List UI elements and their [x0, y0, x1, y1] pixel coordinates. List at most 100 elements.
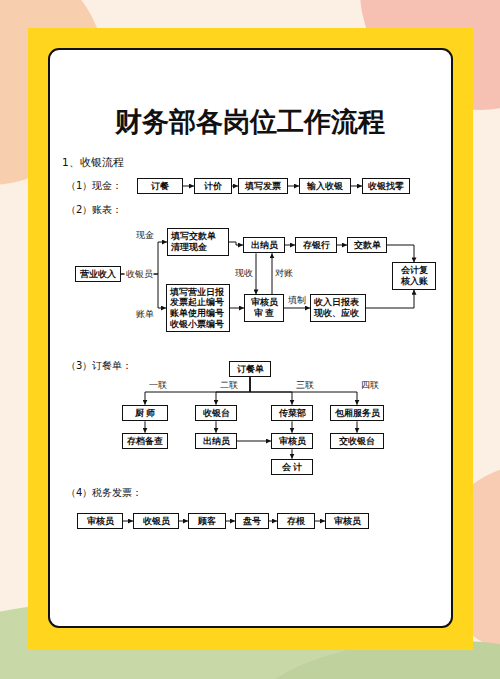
section-heading: 1、收银流程	[62, 156, 124, 169]
connector	[226, 521, 235, 522]
connector	[337, 245, 347, 246]
process-box: 交款单	[347, 237, 387, 254]
connector	[121, 274, 166, 308]
process-box: 收银台	[195, 405, 237, 422]
section-heading: （4）税务发票：	[66, 487, 142, 499]
connector	[285, 245, 295, 246]
connector	[250, 377, 292, 404]
box-text: 出纳员	[247, 240, 281, 251]
process-box: 填写发票	[238, 178, 288, 195]
process-box: 审核员	[271, 433, 313, 450]
process-box: 营业收入	[75, 266, 121, 283]
box-text: 包厢服务员	[334, 408, 380, 419]
connector	[216, 377, 250, 404]
box-text: 厨 师	[126, 408, 164, 419]
process-box: 交收银台	[330, 433, 384, 450]
process-box: 存银行	[295, 237, 337, 254]
process-box: 订餐单	[229, 361, 271, 378]
connector	[216, 421, 217, 432]
edge-label: 三联	[295, 380, 315, 390]
process-box: 审核员	[325, 513, 369, 530]
connector	[387, 245, 414, 262]
box-text: 交款单	[351, 240, 383, 251]
connector	[288, 186, 299, 187]
process-box: 会 计	[271, 459, 313, 476]
process-box: 会计复 核入账	[392, 262, 436, 289]
connector	[284, 308, 310, 309]
box-text: 审核员	[329, 516, 365, 527]
process-box: 顾客	[188, 513, 226, 530]
box-text: 存银行	[299, 240, 333, 251]
edge-label: 二联	[219, 380, 239, 390]
process-box: 输入收银	[299, 178, 351, 195]
box-text: 填写营业日报 发票起止编号 账单使用编号 收银小票编号	[170, 287, 226, 330]
edge-label: 现收	[234, 268, 254, 278]
process-box: 存根	[277, 513, 315, 530]
edge-label: 对账	[274, 268, 294, 278]
box-text: 收银台	[199, 408, 233, 419]
connector	[183, 186, 194, 187]
edge-label: 填制	[287, 295, 307, 305]
box-text: 收入日报表 现收、应收	[314, 297, 362, 318]
process-box: 订餐	[137, 178, 183, 195]
process-box: 计价	[194, 178, 232, 195]
box-text: 审核员	[275, 436, 309, 447]
process-box: 包厢服务员	[330, 405, 384, 422]
connector	[179, 521, 188, 522]
process-box: 厨 师	[122, 405, 168, 422]
process-box: 出纳员	[195, 433, 237, 450]
connector	[272, 253, 273, 294]
connector	[145, 377, 250, 404]
box-text: 订餐	[141, 181, 179, 192]
section-heading: （3）订餐单：	[66, 360, 132, 372]
box-text: 营业收入	[79, 269, 117, 280]
process-box: 存档备查	[122, 433, 168, 450]
process-box: 填写交款单 清理现金	[167, 228, 229, 255]
box-text: 存档备查	[126, 436, 164, 447]
connector	[123, 521, 133, 522]
section-heading: （1）现金：	[66, 180, 122, 192]
box-text: 订餐单	[233, 364, 267, 375]
connector	[269, 521, 277, 522]
title: 财务部各岗位工作流程	[0, 104, 500, 140]
box-text: 盘号	[239, 516, 265, 527]
connector	[229, 242, 243, 245]
process-box: 审核员	[77, 513, 123, 530]
box-text: 填写发票	[242, 181, 284, 192]
process-box: 盘号	[235, 513, 269, 530]
connector	[351, 186, 362, 187]
process-box: 审核员 审 查	[244, 294, 284, 321]
connector	[292, 421, 293, 432]
edge-label: 现金	[135, 230, 155, 240]
box-text: 输入收银	[303, 181, 347, 192]
box-text: 审核员 审 查	[248, 297, 280, 318]
box-text: 收银找零	[366, 181, 406, 192]
box-text: 填写交款单 清理现金	[171, 231, 225, 252]
box-text: 收银员	[137, 516, 175, 527]
box-text: 顾客	[192, 516, 222, 527]
process-box: 收银员	[133, 513, 179, 530]
connector	[250, 377, 357, 404]
edge-label: 账单	[135, 309, 155, 319]
connector	[237, 441, 271, 442]
box-text: 出纳员	[199, 436, 233, 447]
connector	[230, 308, 244, 309]
connector	[366, 290, 414, 308]
edge-label: 一联	[148, 380, 168, 390]
process-box: 出纳员	[243, 237, 285, 254]
connector	[357, 421, 358, 432]
connector	[292, 449, 293, 458]
section-heading: （2）账表：	[66, 204, 122, 216]
process-box: 收银找零	[362, 178, 410, 195]
connector	[256, 253, 257, 294]
process-box: 收入日报表 现收、应收	[310, 294, 366, 321]
connector	[145, 421, 146, 432]
connector	[315, 521, 325, 522]
line-label: 收银员	[125, 269, 154, 279]
box-text: 审核员	[81, 516, 119, 527]
edge-label: 四联	[360, 380, 380, 390]
